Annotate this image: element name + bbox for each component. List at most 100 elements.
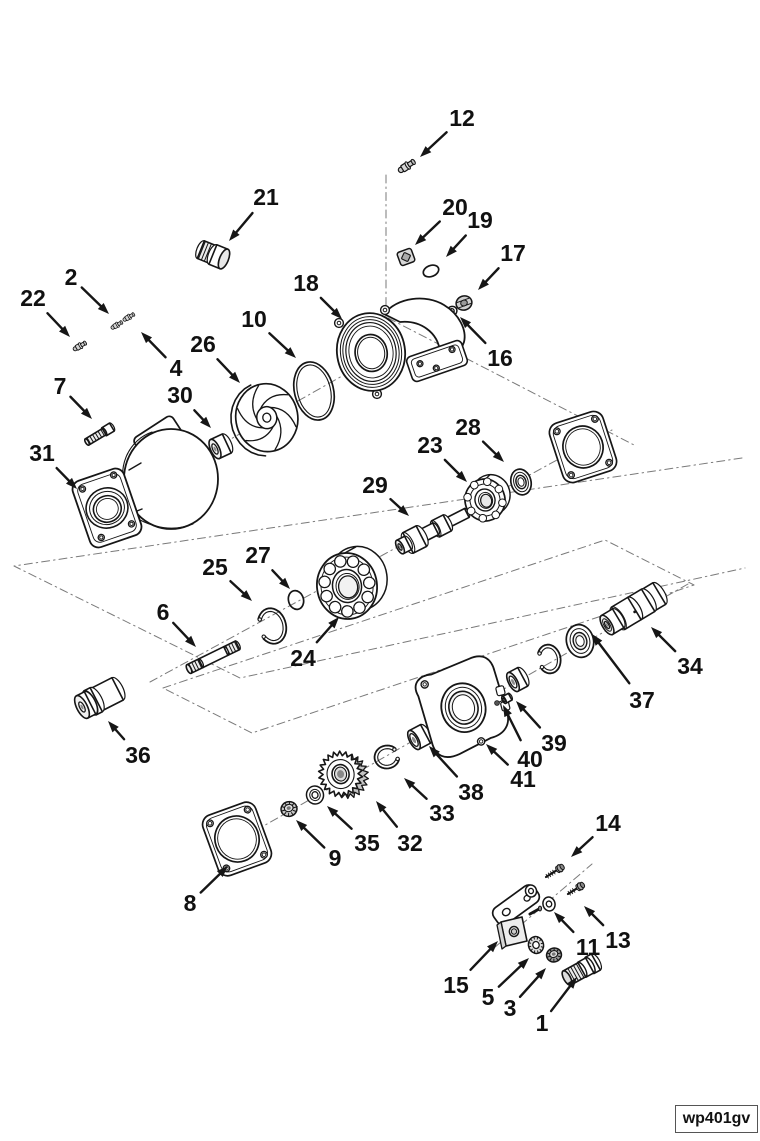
callout-35: 35 [327, 806, 380, 856]
callout-9: 9 [296, 820, 341, 871]
callout-24: 24 [290, 617, 339, 671]
callout-29: 29 [362, 472, 409, 516]
callout-14: 14 [571, 810, 621, 857]
part-10-o-ring-large [292, 361, 336, 421]
callout-2: 2 [65, 264, 109, 314]
part-22-fitting-small [72, 340, 87, 352]
callout-number: 39 [541, 730, 567, 756]
callout-31: 31 [29, 440, 77, 489]
callout-number: 4 [170, 355, 183, 381]
callout-17: 17 [478, 240, 526, 290]
callout-number: 29 [362, 472, 388, 498]
part-washer-small-upper [524, 884, 538, 898]
part-6-stud [185, 640, 241, 675]
callout-40: 40 [503, 705, 543, 772]
callout-32: 32 [376, 801, 423, 856]
part-spacer-sleeve [505, 666, 530, 693]
callout-37: 37 [592, 634, 655, 713]
part-36-bushing [73, 676, 126, 720]
callout-number: 12 [449, 105, 475, 131]
callout-number: 32 [397, 830, 423, 856]
callout-number: 18 [293, 270, 319, 296]
callout-number: 34 [677, 653, 703, 679]
callout-number: 20 [442, 194, 468, 220]
callout-number: 14 [595, 810, 621, 836]
callout-26: 26 [190, 331, 240, 383]
callout-18: 18 [293, 270, 342, 319]
callout-number: 17 [500, 240, 526, 266]
callout-number: 8 [184, 890, 197, 916]
callout-number: 3 [504, 995, 517, 1021]
callout-number: 11 [576, 934, 601, 960]
part-4-fitting-small [122, 312, 136, 322]
part-25-snap-ring [257, 607, 288, 645]
callout-30: 30 [167, 382, 211, 428]
part-26-impeller [230, 382, 299, 457]
part-gasket-upper [548, 410, 618, 484]
callout-number: 23 [417, 432, 443, 458]
part-32-gear [317, 750, 370, 800]
callout-number: 31 [29, 440, 55, 466]
callout-10: 10 [241, 306, 296, 358]
part-8-gasket [201, 801, 273, 877]
callout-number: 6 [157, 599, 170, 625]
part-41-bearing-flange [414, 655, 511, 758]
part-28-seal-washer [509, 468, 533, 496]
callout-number: 33 [429, 800, 455, 826]
callout-number: 27 [245, 542, 271, 568]
part-39-pin-bushing [500, 692, 514, 705]
part-13-screw [566, 881, 586, 896]
part-31-pump-housing [71, 415, 219, 549]
callout-number: 10 [241, 306, 267, 332]
callout-13: 13 [584, 906, 631, 953]
callout-25: 25 [202, 554, 252, 601]
callout-11: 11 [554, 912, 600, 960]
callout-number: 21 [253, 184, 279, 210]
callout-number: 16 [487, 345, 513, 371]
part-21-threaded-plug [195, 240, 231, 270]
callout-number: 26 [190, 331, 216, 357]
callouts: 1234567891011121314151617181920212223242… [20, 105, 703, 1036]
callout-33: 33 [404, 778, 455, 826]
callout-number: 1 [536, 1010, 549, 1036]
callout-number: 19 [467, 207, 493, 233]
part-9-nut [280, 800, 298, 818]
part-7-stud [83, 422, 116, 446]
callout-number: 25 [202, 554, 228, 580]
callout-28: 28 [455, 414, 504, 462]
callout-number: 22 [20, 285, 46, 311]
part-24-ball-bearing [316, 545, 388, 620]
callout-12: 12 [420, 105, 475, 157]
callout-number: 38 [458, 779, 484, 805]
part-20-square-plug [396, 247, 416, 267]
part-38-sleeve [406, 723, 433, 751]
callout-number: 9 [329, 845, 342, 871]
part-14-screw [544, 863, 565, 879]
callout-number: 5 [482, 984, 495, 1010]
callout-7: 7 [54, 373, 92, 419]
callout-6: 6 [157, 599, 196, 647]
callout-27: 27 [245, 542, 290, 589]
part-37-seal [565, 623, 595, 659]
callout-number: 28 [455, 414, 481, 440]
callout-39: 39 [516, 701, 567, 756]
part-19-o-ring [422, 264, 440, 278]
callout-number: 30 [167, 382, 193, 408]
callout-3: 3 [504, 968, 546, 1021]
callout-21: 21 [229, 184, 279, 241]
callout-number: 7 [54, 373, 67, 399]
callout-number: 40 [517, 746, 543, 772]
part-18-inlet-elbow-cover [333, 297, 469, 400]
callout-5: 5 [482, 958, 529, 1010]
callout-23: 23 [417, 432, 467, 482]
callout-number: 36 [125, 742, 151, 768]
part-5-lock-washer [527, 935, 545, 955]
callout-number: 15 [443, 972, 469, 998]
part-29-shaft [394, 507, 471, 555]
part-2-fitting-small [110, 320, 124, 330]
callout-number: 35 [354, 830, 380, 856]
callout-1: 1 [536, 977, 577, 1036]
callout-15: 15 [443, 941, 498, 998]
